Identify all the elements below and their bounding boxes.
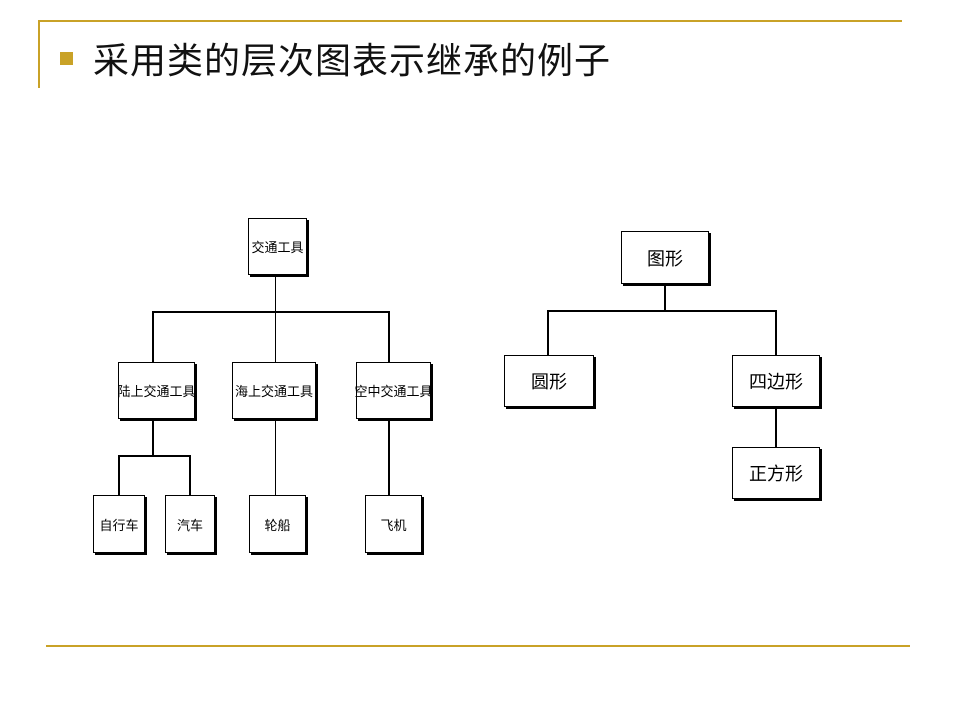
connector (152, 418, 154, 456)
connector (275, 274, 276, 312)
node-vehicle-root: 交通工具 (248, 218, 307, 275)
left-rule (38, 20, 40, 88)
node-circle: 圆形 (504, 355, 594, 407)
bottom-rule (46, 645, 910, 647)
connector (547, 310, 777, 312)
node-quadrilateral: 四边形 (732, 355, 820, 407)
connector (275, 418, 276, 496)
connector (388, 311, 390, 363)
connector (275, 311, 276, 363)
node-ship: 轮船 (249, 495, 306, 553)
node-land-vehicle: 陆上交通工具 (118, 362, 196, 419)
node-bicycle: 自行车 (93, 495, 145, 553)
node-air-vehicle: 空中交通工具 (355, 362, 433, 419)
connector (775, 406, 777, 448)
connector (664, 283, 666, 312)
node-shape-root: 图形 (621, 231, 709, 284)
node-plane: 飞机 (365, 495, 422, 553)
title-row: 采用类的层次图表示继承的例子 (60, 30, 611, 86)
connector (547, 310, 549, 356)
connector (388, 418, 390, 496)
top-rule (40, 20, 902, 22)
node-square: 正方形 (732, 447, 820, 499)
connector (775, 310, 777, 356)
slide-title: 采用类的层次图表示继承的例子 (93, 41, 612, 82)
connector (189, 455, 191, 496)
node-sea-vehicle: 海上交通工具 (232, 362, 316, 419)
square-bullet-icon (60, 51, 73, 65)
connector (118, 455, 120, 496)
connector (152, 311, 390, 313)
connector (118, 455, 191, 457)
node-car: 汽车 (165, 495, 215, 553)
connector (152, 311, 154, 363)
